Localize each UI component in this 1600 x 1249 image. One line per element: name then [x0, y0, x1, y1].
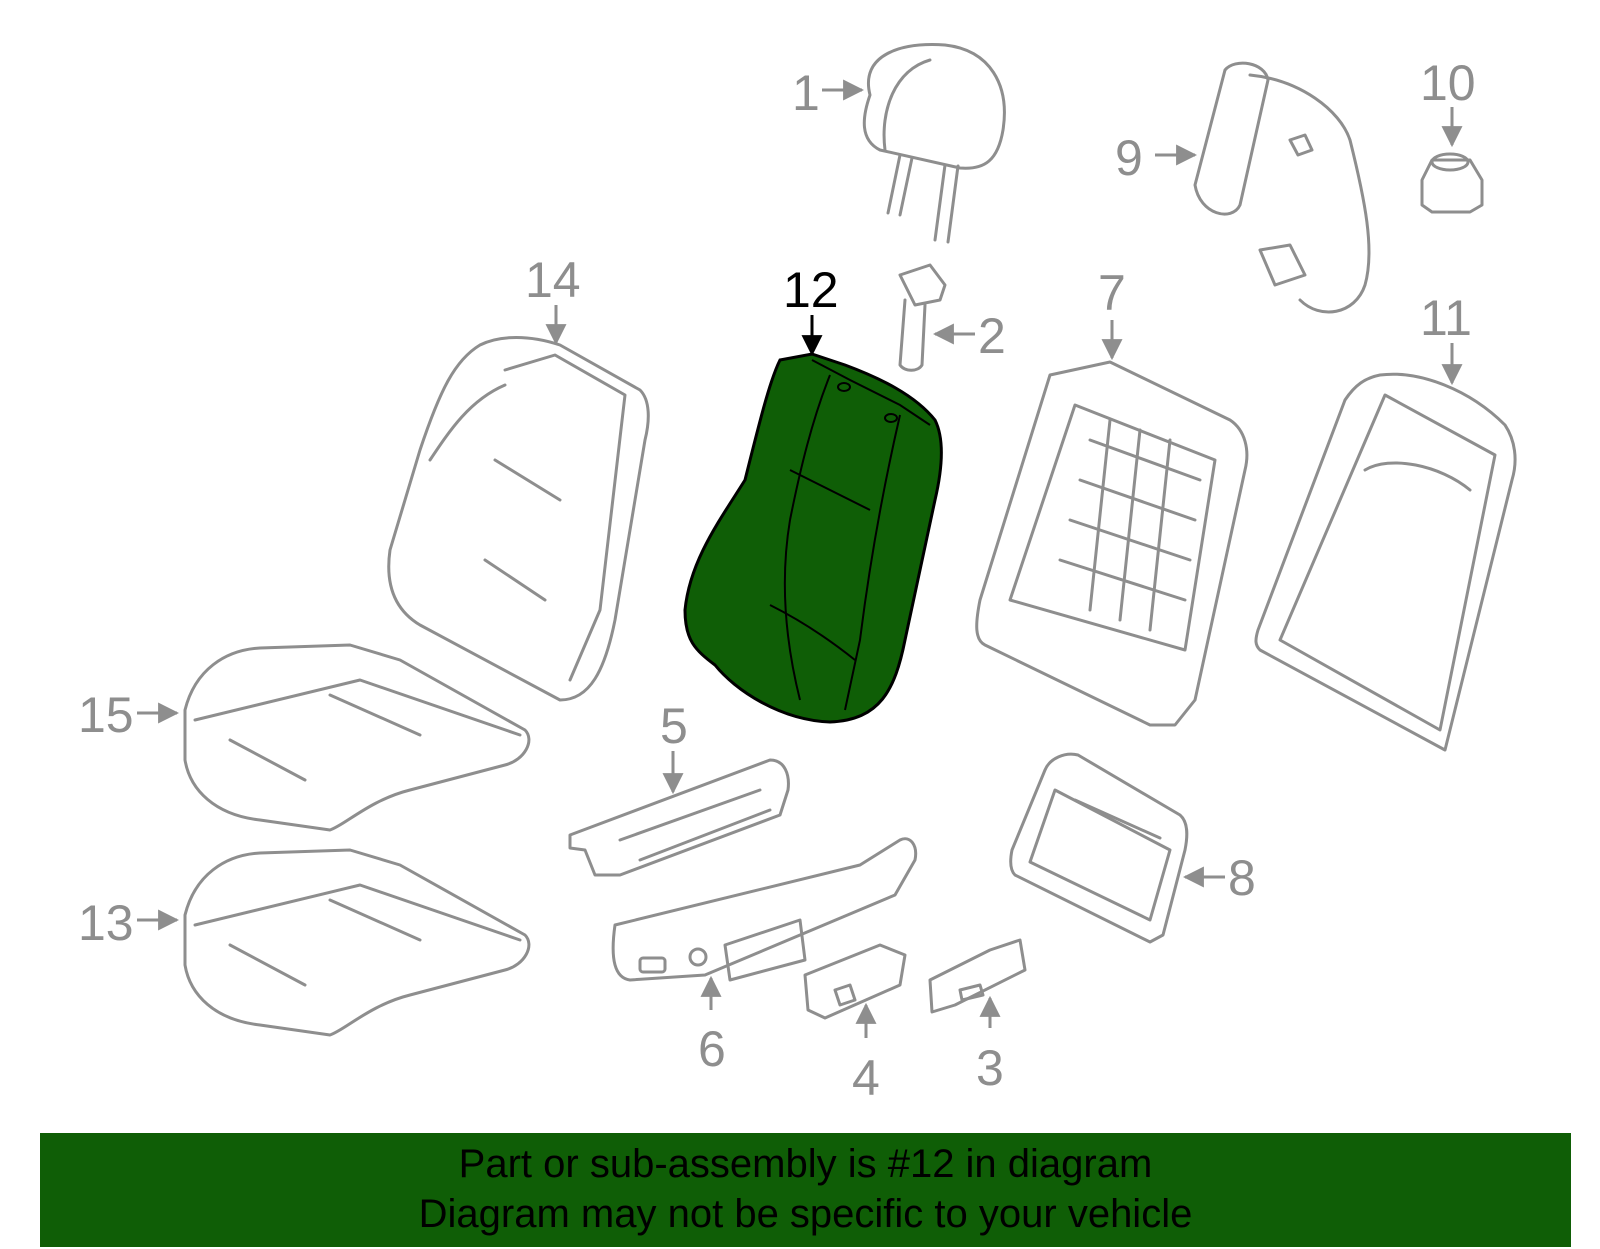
callout-11: 11: [1420, 290, 1472, 346]
callout-10: 10: [1420, 55, 1476, 111]
part-9-airbag: [1193, 61, 1371, 314]
callout-4: 4: [852, 1050, 880, 1106]
part-6-side-panel: [611, 837, 918, 982]
part-13-cushion-pad: [183, 848, 531, 1037]
callout-3: 3: [976, 1040, 1004, 1096]
part-10-clip: [1420, 152, 1484, 214]
callout-12: 12: [783, 262, 839, 318]
part-11-back-panel: [1254, 372, 1517, 752]
callout-7: 7: [1098, 265, 1126, 321]
banner-line-disclaimer: Diagram may not be specific to your vehi…: [418, 1192, 1193, 1236]
callout-5: 5: [660, 698, 688, 754]
seat-parts-diagram: 1 2 3 4 5 6 7 8 9 10 11 12 13 14 15: [78, 43, 1517, 1106]
callout-15: 15: [78, 687, 134, 743]
part-15-cushion-cover: [183, 643, 531, 832]
info-banner: Part or sub-assembly is #12 in diagram D…: [40, 1133, 1571, 1247]
part-4-switch: [803, 943, 907, 1020]
callout-9: 9: [1115, 130, 1143, 186]
part-5-trim: [568, 758, 790, 877]
banner-line-part: Part or sub-assembly is #12 in diagram: [458, 1142, 1153, 1186]
callout-14: 14: [525, 252, 581, 308]
callout-8: 8: [1228, 850, 1256, 906]
part-12-backrest-pad: [683, 352, 943, 724]
part-1-headrest: [862, 43, 1006, 244]
part-3-switch: [928, 938, 1027, 1014]
callout-6: 6: [698, 1021, 726, 1077]
callout-1: 1: [792, 65, 820, 121]
part-8-back-trim: [1009, 752, 1189, 944]
callout-13: 13: [78, 895, 134, 951]
part-7-frame: [975, 360, 1249, 727]
callout-2: 2: [978, 308, 1006, 364]
part-2-guide: [898, 263, 947, 372]
part-14-backrest-cover: [387, 336, 650, 702]
